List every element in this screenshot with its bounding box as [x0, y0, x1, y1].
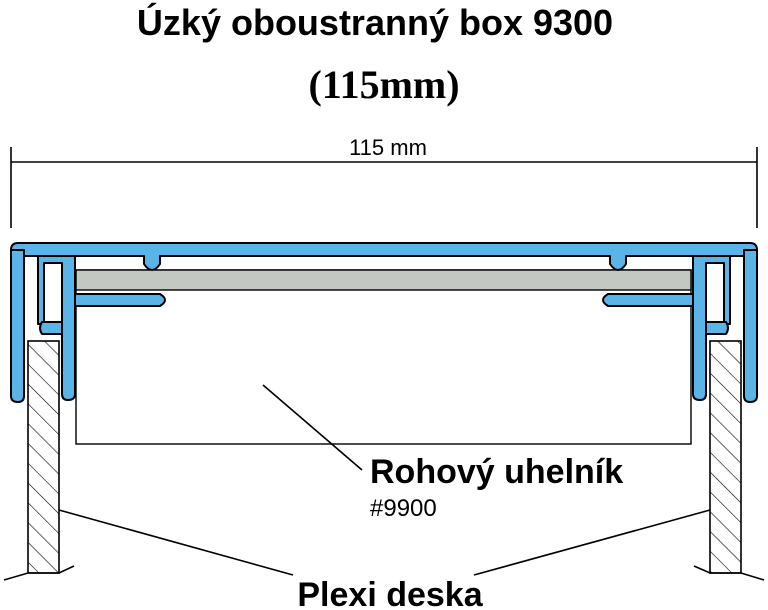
insert-strip — [75, 269, 692, 291]
corner-piece-label: Rohový uhelník — [370, 453, 623, 491]
aluminium-profile — [10, 242, 758, 403]
inner-frame — [75, 269, 692, 445]
plexi-panel-left — [27, 340, 60, 574]
leader-plexi-right — [473, 509, 711, 576]
diagram-subtitle: (115mm) — [308, 62, 459, 107]
corner-piece-code: #9900 — [370, 495, 437, 522]
break-line-right — [693, 565, 765, 581]
plexi-panel-right — [709, 340, 742, 574]
dimension-line — [10, 147, 758, 228]
plexi-label: Plexi deska — [297, 576, 483, 610]
diagram-title: Úzký oboustranný box 9300 — [137, 1, 613, 43]
leader-plexi-left — [58, 509, 294, 576]
dimension-label: 115 mm — [349, 135, 427, 160]
break-line-left — [3, 565, 75, 581]
leader-corner-piece — [262, 384, 363, 471]
